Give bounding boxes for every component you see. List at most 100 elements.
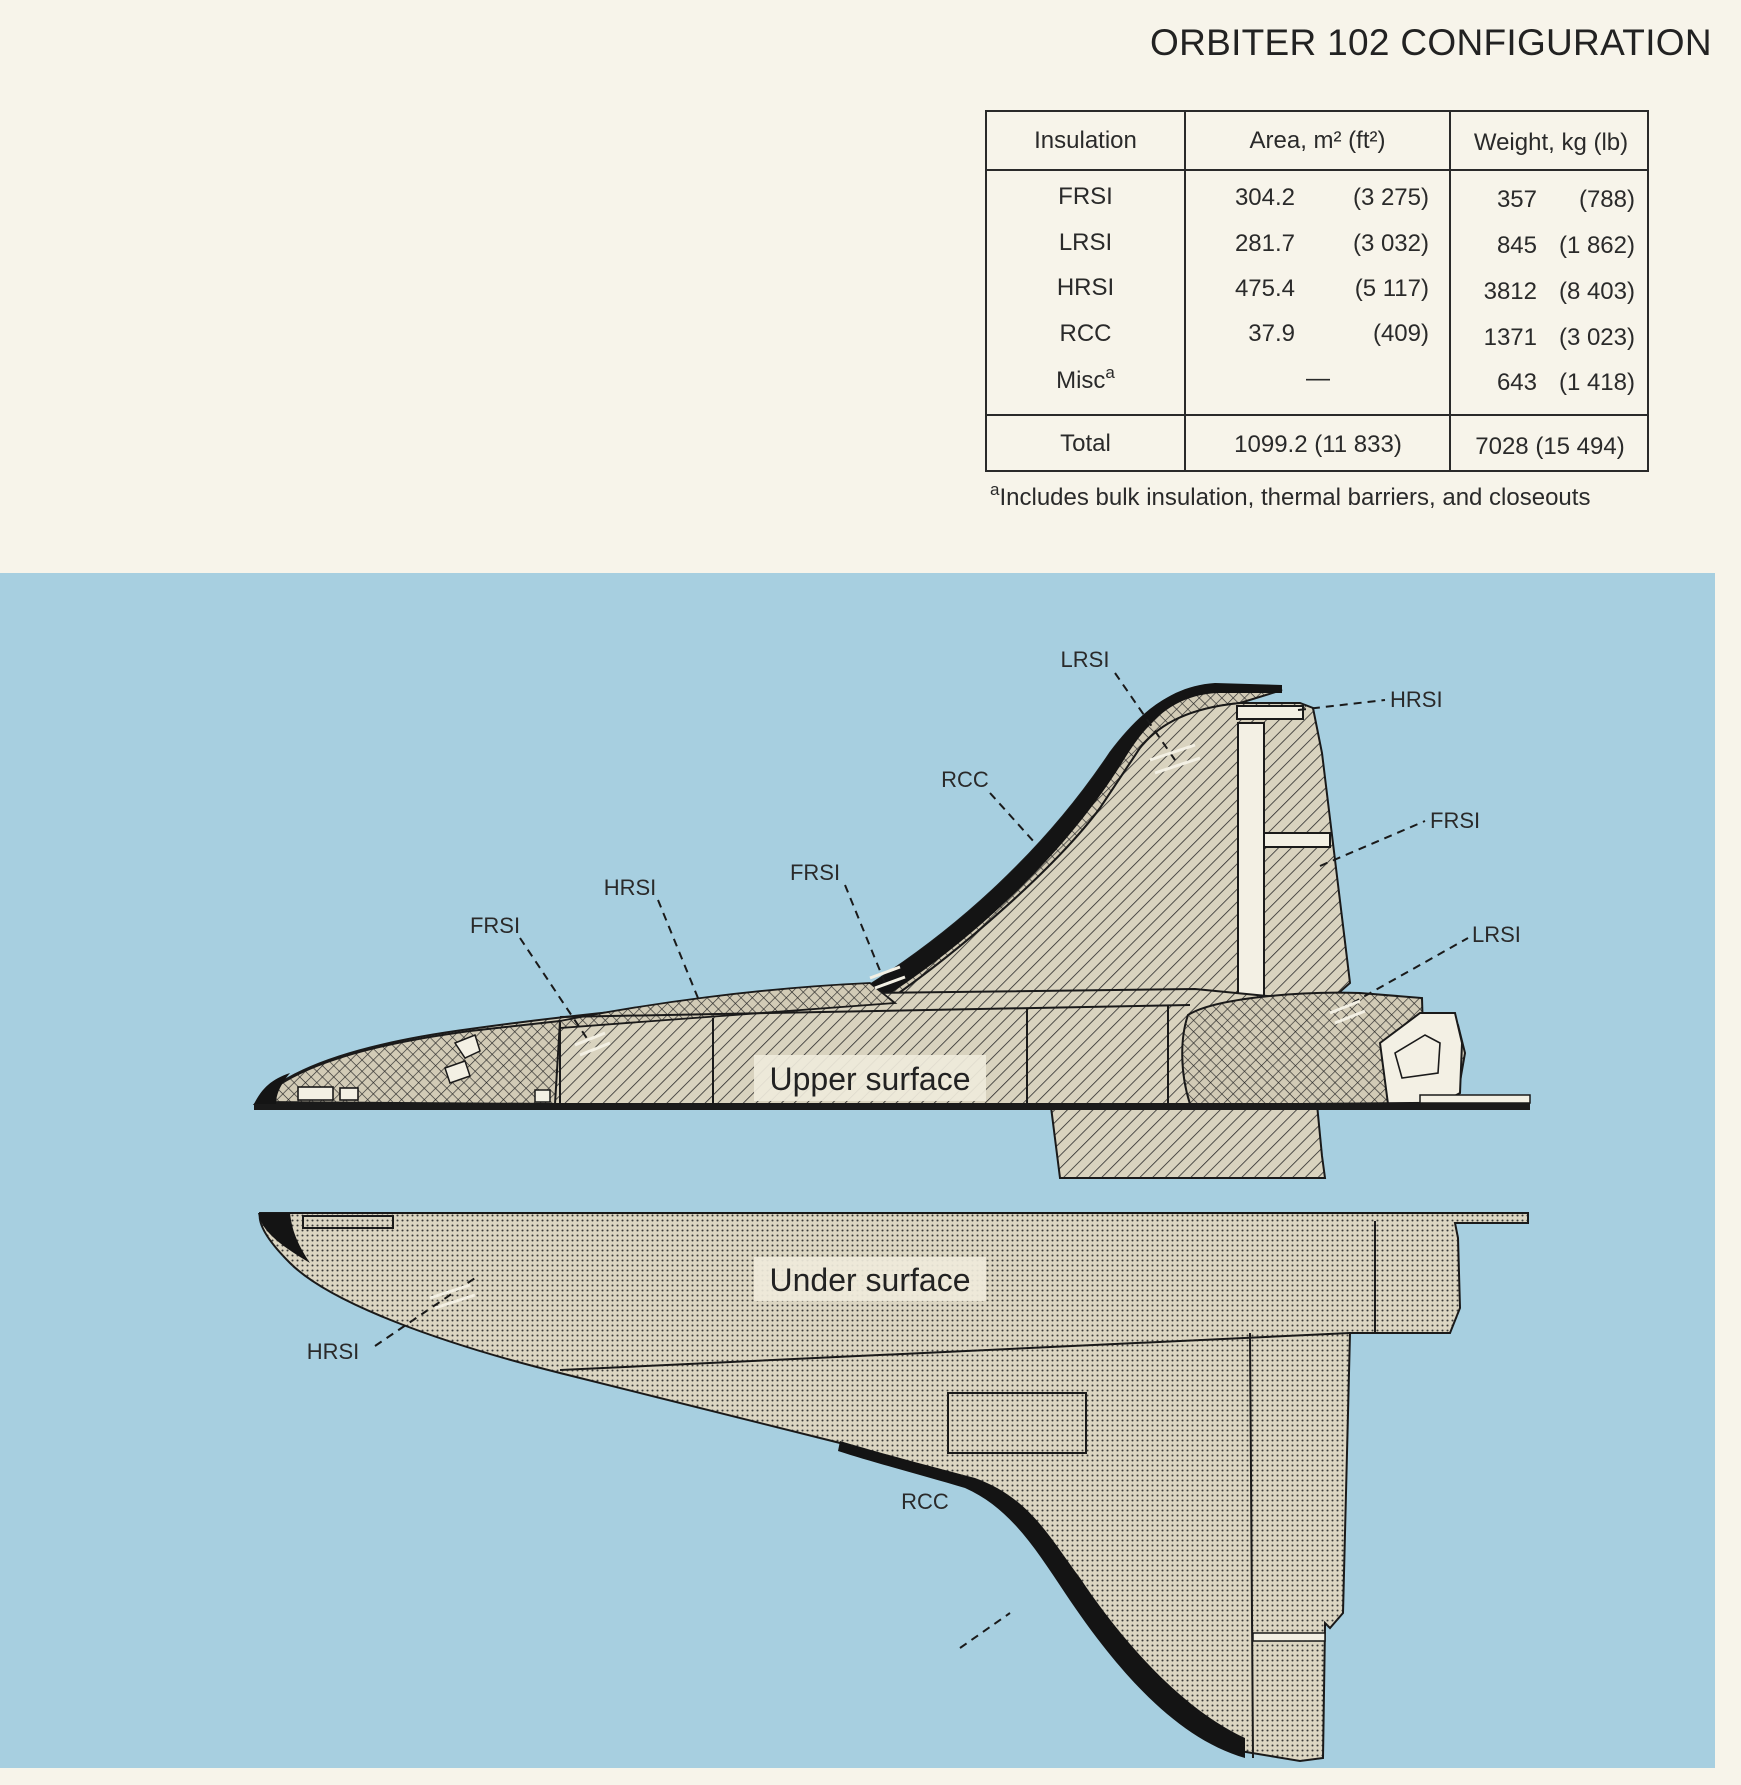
column-header-area: Area, m² (ft²) (1249, 127, 1386, 154)
callout-hrsi-tail: HRSI (1390, 687, 1443, 712)
nose-panel (444, 1060, 471, 1084)
tail-fin-body (866, 702, 1352, 1014)
table-row-insulation: HRSI (1056, 274, 1115, 301)
fuselage-top-strip (559, 982, 898, 1029)
table-row-insulation: FRSI (1058, 183, 1113, 210)
rudder-post (1237, 722, 1265, 1009)
callout-hrsi-upper: HRSI (604, 875, 657, 900)
callout-tick (429, 1283, 471, 1300)
callout-tick (1149, 743, 1196, 762)
leader-hrsi-tail (1297, 699, 1386, 711)
table-divider (987, 414, 1647, 416)
table-divider (1449, 112, 1451, 470)
table-row-insulation: Misca (987, 363, 1184, 395)
table-cell-area-m2: 304.2 (1234, 184, 1295, 211)
leader-rcc-under (959, 1612, 1011, 1649)
table-row-insulation: RCC (1059, 320, 1112, 347)
callout-tick (574, 1031, 606, 1047)
table-cell-weight-kg: 1371 (1483, 324, 1537, 351)
body-flap-fill (1419, 1094, 1531, 1104)
upper-surface-view: Upper surface (252, 683, 1531, 1179)
callout-lrsi-top: LRSI (1061, 647, 1110, 672)
leader-frsi-mid (844, 884, 886, 984)
page-title: ORBITER 102 CONFIGURATION (1150, 22, 1712, 63)
under-surface-label: Under surface (770, 1262, 971, 1298)
table-cell-area-dash: — (1306, 365, 1330, 392)
engine-nozzle (1394, 1034, 1441, 1079)
table-cell-area-m2: 475.4 (1234, 275, 1295, 302)
leader-frsi-tail (1319, 820, 1426, 867)
upper-surface-label-box (754, 1055, 986, 1101)
callout-leaders (374, 672, 1469, 1649)
table-cell-area-ft2: (3 275) (1352, 184, 1429, 211)
table-cell-area-m2: 281.7 (1234, 230, 1295, 257)
nose-rcc-cap (254, 1073, 290, 1104)
rudder-panel (1263, 832, 1331, 848)
orbiter-diagram: Upper surface Under surface (0, 573, 1715, 1768)
callout-frsi-mid: FRSI (790, 860, 840, 885)
nose-panel (453, 1034, 481, 1059)
table-cell-area-ft2: (409) (1372, 320, 1429, 347)
body-flap (254, 1101, 1530, 1110)
misc-label: Misc (1056, 367, 1106, 394)
callout-frsi-fwd: FRSI (470, 913, 520, 938)
wing-root-line (559, 1332, 1351, 1371)
table-cell-area-m2: 37.9 (1248, 320, 1295, 347)
table-cell-weight-kg: 3812 (1483, 278, 1537, 305)
table-cell-weight-lb: (1 862) (1558, 232, 1635, 259)
under-surface-view: Under surface (258, 1212, 1529, 1763)
callout-tick (1334, 1009, 1366, 1025)
table-row-insulation: LRSI (1058, 229, 1113, 256)
total-area: 1099.2 (11 833) (1234, 431, 1402, 458)
column-header-insulation: Insulation (1034, 127, 1137, 154)
table-cell-weight-kg: 845 (1496, 232, 1537, 259)
table-footnote: aIncludes bulk insulation, thermal barri… (990, 480, 1590, 512)
table-cell-weight-lb: (8 403) (1558, 278, 1635, 305)
table-cell-weight-lb: (1 418) (1558, 369, 1635, 396)
under-surface-label-box (754, 1257, 986, 1301)
insulation-table: Insulation Area, m² (ft²) Weight, kg (lb… (985, 110, 1649, 472)
elevon-hinge (1249, 1332, 1254, 1759)
leader-hrsi-upper (657, 899, 701, 1004)
orbiter-diagram-svg: Upper surface Under surface (252, 647, 1531, 1763)
upper-surface-label: Upper surface (770, 1061, 971, 1097)
callout-rcc-under: RCC (901, 1489, 949, 1514)
footnote-marker: a (990, 480, 1000, 499)
nose-window (297, 1086, 334, 1101)
main-gear-door (947, 1392, 1087, 1454)
column-header-weight: Weight, kg (lb) (1473, 129, 1629, 156)
table-divider (987, 169, 1647, 171)
wing-rcc-edge (838, 1441, 1245, 1758)
bay-top (559, 1004, 1191, 1018)
callout-tick (434, 1293, 476, 1310)
callout-hrsi-under: HRSI (307, 1339, 360, 1364)
nose-gear-door (302, 1215, 394, 1229)
table-cell-area-ft2: (5 117) (1354, 275, 1429, 302)
tail-rcc-edge (840, 683, 1282, 1013)
callout-rcc-upper: RCC (941, 767, 989, 792)
callout-tick (579, 1041, 611, 1057)
table-cell-weight-kg: 357 (1496, 186, 1537, 213)
callout-lrsi-oms: LRSI (1472, 922, 1521, 947)
total-label: Total (1060, 430, 1111, 457)
leader-lrsi-top (1114, 672, 1176, 761)
table-divider (1184, 112, 1186, 470)
callout-tick (874, 975, 906, 990)
callout-tick (1329, 999, 1361, 1015)
callout-frsi-tail: FRSI (1430, 808, 1480, 833)
table-cell-weight-lb: (3 023) (1558, 324, 1635, 351)
nose-window (339, 1087, 359, 1101)
footnote-text: Includes bulk insulation, thermal barrie… (999, 484, 1591, 511)
callout-tick (869, 965, 901, 980)
footnote-marker: a (1105, 363, 1115, 382)
tail-tip (1236, 705, 1304, 720)
leader-rcc-upper (989, 792, 1036, 844)
callout-ticks (429, 743, 1366, 1310)
oms-pod (1181, 991, 1427, 1105)
leader-frsi-fwd (519, 937, 591, 1044)
table-cell-weight-lb: (788) (1578, 186, 1635, 213)
leader-lrsi-oms (1339, 937, 1469, 1011)
total-weight: 7028 (15 494) (1475, 433, 1625, 460)
nose-rcc-under (258, 1213, 310, 1263)
nose-panel (534, 1089, 551, 1103)
